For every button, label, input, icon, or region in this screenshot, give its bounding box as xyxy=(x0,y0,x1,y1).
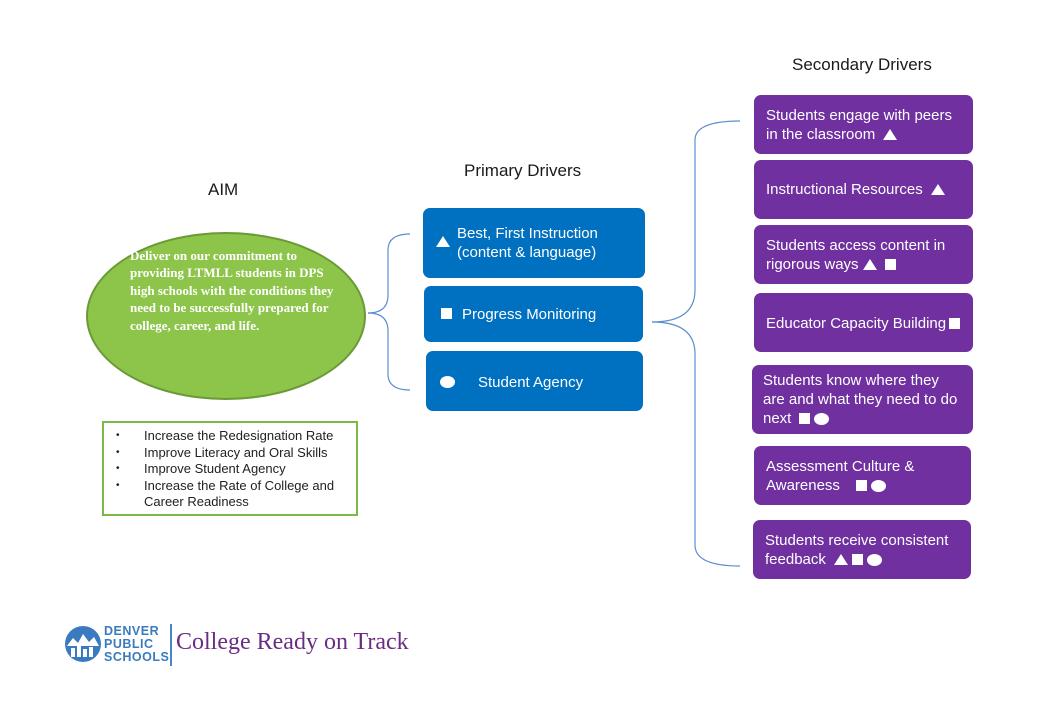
aim-ellipse: Deliver on our commitment to providing L… xyxy=(86,232,366,400)
aim-heading: AIM xyxy=(208,180,239,199)
circle-icon xyxy=(866,554,882,566)
secondary-driver-label: Students engage with peers in the classr… xyxy=(766,107,952,143)
triangle-icon xyxy=(833,554,848,565)
logo-tagline: College Ready on Track xyxy=(176,629,409,655)
square-icon xyxy=(884,259,896,270)
primary-driver-progress-monitoring: Progress Monitoring xyxy=(424,286,643,342)
secondary-driver-label: Assessment Culture & Awareness xyxy=(766,458,915,494)
outcomes-box: Increase the Redesignation Rate Improve … xyxy=(102,421,358,516)
logo-line: PUBLIC xyxy=(104,637,154,651)
secondary-driver-instructional-resources: Instructional Resources xyxy=(754,160,973,219)
circle-icon xyxy=(870,480,886,492)
dps-wordmark: DENVER PUBLIC SCHOOLS xyxy=(104,625,169,664)
circle-icon xyxy=(814,413,830,425)
primary-to-secondary-bracket-lower xyxy=(651,321,741,567)
primary-driver-label: Progress Monitoring xyxy=(462,306,597,323)
primary-driver-label: Student Agency xyxy=(478,374,584,391)
circle-icon xyxy=(440,376,455,388)
logo-line: DENVER xyxy=(104,624,160,638)
triangle-icon xyxy=(436,236,450,247)
triangle-icon xyxy=(930,184,945,195)
square-icon xyxy=(949,318,961,329)
outcomes-list: Increase the Redesignation Rate Improve … xyxy=(112,428,352,511)
aim-to-primary-bracket xyxy=(367,233,411,314)
secondary-drivers-heading: Secondary Drivers xyxy=(792,55,932,74)
primary-driver-label: Best, First Instruction (content & langu… xyxy=(457,225,598,261)
secondary-driver-educator-capacity: Educator Capacity Building xyxy=(754,293,973,352)
square-icon xyxy=(851,554,863,565)
outcome-item: Improve Literacy and Oral Skills xyxy=(112,445,352,462)
aim-to-primary-bracket-lower xyxy=(367,312,411,391)
secondary-driver-assessment-culture: Assessment Culture & Awareness xyxy=(754,446,971,505)
secondary-driver-label: Educator Capacity Building xyxy=(766,315,947,332)
outcome-item: Increase the Redesignation Rate xyxy=(112,428,352,445)
secondary-driver-consistent-feedback: Students receive consistent feedback xyxy=(753,520,971,579)
secondary-driver-label: Students access content in rigorous ways xyxy=(766,237,946,273)
secondary-driver-peer-engagement: Students engage with peers in the classr… xyxy=(754,95,973,154)
square-icon xyxy=(441,308,452,319)
primary-to-secondary-bracket xyxy=(651,120,741,323)
logo-line: SCHOOLS xyxy=(104,650,170,664)
outcome-item: Increase the Rate of College and Career … xyxy=(112,478,352,511)
primary-driver-student-agency: Student Agency xyxy=(426,351,643,411)
primary-driver-best-first-instruction: Best, First Instruction (content & langu… xyxy=(423,208,645,278)
triangle-icon xyxy=(862,259,877,270)
secondary-driver-know-next-steps: Students know where they are and what th… xyxy=(752,365,973,434)
primary-drivers-heading: Primary Drivers xyxy=(464,161,582,180)
triangle-icon xyxy=(883,129,898,140)
aim-statement: Deliver on our commitment to providing L… xyxy=(130,248,334,333)
secondary-driver-label: Instructional Resources xyxy=(766,181,923,198)
square-icon xyxy=(855,480,867,491)
square-icon xyxy=(799,413,811,424)
logo-divider xyxy=(170,624,172,666)
dps-logo: DENVER PUBLIC SCHOOLS College Ready on T… xyxy=(63,624,483,668)
secondary-driver-label: Students receive consistent feedback xyxy=(765,532,949,568)
dps-emblem-icon xyxy=(65,626,101,662)
secondary-driver-rigorous-access: Students access content in rigorous ways xyxy=(754,225,973,284)
outcome-item: Improve Student Agency xyxy=(112,461,352,478)
secondary-driver-label: Students know where they are and what th… xyxy=(763,372,958,427)
